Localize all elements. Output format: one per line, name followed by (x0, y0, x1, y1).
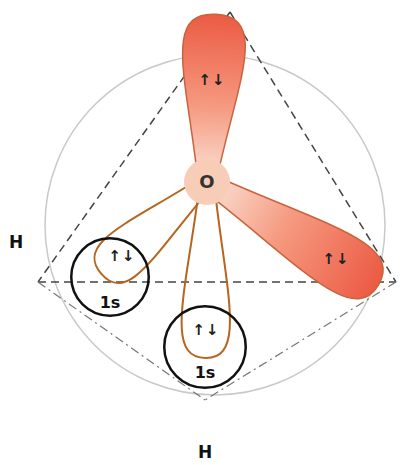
tetrahedron-edge (38, 282, 205, 400)
atom-symbol: O (199, 173, 214, 191)
atom-circle (184, 159, 230, 205)
electron-pair: ↑↓ (198, 73, 225, 88)
tetrahedron-edge (205, 282, 396, 400)
orbital-circle (164, 306, 246, 388)
electron-pair: ↑↓ (108, 249, 135, 264)
atom-symbol: H (198, 444, 212, 461)
orbital-circle (71, 238, 149, 316)
orbital-label: 1s (100, 295, 121, 311)
electron-pair: ↑↓ (192, 323, 219, 338)
bonding-lobe (181, 182, 231, 358)
atom-circle: O (184, 159, 230, 205)
orbital-circle: 1sH (163, 305, 247, 389)
orbital-label: 1s (195, 365, 216, 381)
bonding-lobe (85, 164, 222, 292)
lone-pair-lobe (176, 13, 247, 184)
atom-symbol: H (9, 234, 23, 251)
electron-pair: ↑↓ (322, 252, 349, 267)
